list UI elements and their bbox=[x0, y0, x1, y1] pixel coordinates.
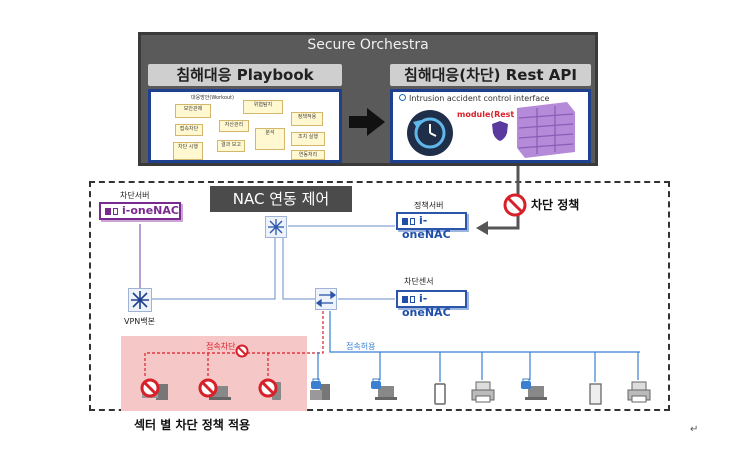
blocked-mobile bbox=[258, 378, 288, 408]
playbook-header: 대응방안(Workout) bbox=[191, 95, 234, 101]
allowed-laptop bbox=[368, 378, 398, 410]
switch-icon bbox=[268, 219, 284, 235]
laptop-icon bbox=[521, 378, 547, 400]
playbook-step: 분석 bbox=[255, 128, 285, 150]
edge-router bbox=[315, 288, 337, 310]
access-block-label: 접속차단 bbox=[206, 342, 236, 351]
no-entry-icon bbox=[235, 344, 249, 358]
nac-logo-icon bbox=[410, 296, 415, 303]
allowed-laptop bbox=[518, 378, 548, 410]
vpn-label: VPN백본 bbox=[124, 317, 156, 326]
core-switch bbox=[265, 216, 287, 238]
blocked-desktop bbox=[140, 378, 176, 408]
rest-api-title: 침해대응(차단) Rest API bbox=[390, 64, 591, 86]
nac-product-name: i-oneNAC bbox=[402, 214, 451, 241]
api-bullet-text: Intrusion accident control interface bbox=[409, 94, 550, 103]
shield-icon bbox=[492, 121, 508, 141]
playbook-step: 접속차단 bbox=[175, 124, 203, 136]
nac-logo-icon bbox=[105, 208, 111, 215]
block-policy-label: 차단 정책 bbox=[531, 198, 580, 212]
clock-refresh-icon bbox=[407, 110, 453, 156]
nac-logo-icon bbox=[402, 296, 408, 303]
block-server-nac: i-oneNAC bbox=[99, 202, 181, 220]
block-server-label: 차단서버 bbox=[120, 191, 150, 200]
playbook-step: 보안관제 bbox=[175, 104, 211, 118]
nac-logo-icon bbox=[402, 218, 408, 225]
tower-icon bbox=[589, 383, 602, 405]
block-sensor-nac: i-oneNAC bbox=[396, 290, 467, 319]
no-entry-icon bbox=[503, 193, 527, 217]
policy-server-nac: i-oneNAC bbox=[396, 212, 467, 241]
policy-server-label: 정책서버 bbox=[414, 201, 444, 210]
allowed-printer bbox=[470, 380, 496, 410]
allowed-desktop bbox=[308, 378, 338, 410]
secure-orchestra-panel: Secure Orchestra 침해대응 Playbook 대응방안(Work… bbox=[138, 32, 598, 166]
access-allow-label: 접속허용 bbox=[346, 342, 376, 351]
laptop-icon bbox=[198, 378, 231, 400]
vpn-backbone-node bbox=[128, 288, 152, 312]
orchestra-title: Secure Orchestra bbox=[307, 37, 429, 53]
allowed-mobile bbox=[433, 382, 449, 412]
allowed-tower bbox=[588, 382, 604, 412]
playbook-diagram: 대응방안(Workout) 보안관제 위협탐지 접속차단 자산관리 정책적용 분… bbox=[148, 89, 342, 163]
laptop-icon bbox=[371, 378, 397, 400]
blocked-laptop bbox=[198, 378, 234, 408]
router-icon bbox=[315, 290, 337, 308]
nac-logo-icon bbox=[410, 218, 415, 225]
rest-api-panel: Intrusion accident control interface mod… bbox=[390, 89, 591, 163]
return-mark-icon: ↵ bbox=[690, 424, 699, 435]
block-sensor-label: 차단센서 bbox=[404, 277, 434, 286]
desktop-icon bbox=[140, 378, 168, 400]
nac-product-name: i-oneNAC bbox=[122, 204, 179, 217]
mobile-icon bbox=[434, 383, 446, 405]
bullet-icon bbox=[399, 94, 406, 101]
switch-icon bbox=[131, 291, 149, 309]
allowed-printer bbox=[626, 380, 652, 410]
playbook-step: 정책적용 bbox=[291, 112, 323, 126]
playbook-step: 연동처리 bbox=[291, 150, 325, 160]
playbook-step: 위협탐지 bbox=[243, 100, 283, 114]
playbook-title: 침해대응 Playbook bbox=[148, 64, 342, 86]
playbook-step: 결과 보고 bbox=[217, 140, 245, 152]
sector-policy-caption: 섹터 별 차단 정책 적용 bbox=[134, 418, 251, 432]
network-zone bbox=[89, 181, 670, 411]
desktop-icon bbox=[310, 378, 330, 400]
nac-product-name: i-oneNAC bbox=[402, 292, 451, 319]
playbook-step: 차단 시행 bbox=[173, 142, 203, 160]
arrow-right-icon bbox=[349, 108, 385, 136]
mobile-icon bbox=[258, 378, 281, 400]
nac-link-label: NAC 연동 제어 bbox=[210, 186, 352, 212]
playbook-step: 조치 실행 bbox=[291, 132, 325, 146]
printer-icon bbox=[471, 381, 495, 403]
playbook-step: 자산관리 bbox=[219, 120, 249, 132]
api-module-label: module(Rest API) bbox=[457, 110, 536, 119]
nac-logo-icon bbox=[113, 208, 118, 215]
printer-icon bbox=[627, 381, 651, 403]
firewall-icon bbox=[517, 102, 575, 158]
